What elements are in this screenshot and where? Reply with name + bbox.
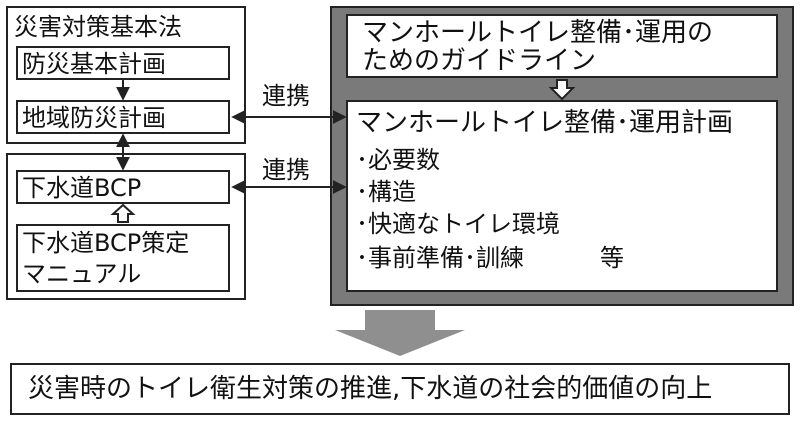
plan-item-training: ･事前準備･訓練: [356, 244, 524, 272]
regional-plan-box: [16, 100, 230, 134]
goal-box: [10, 363, 790, 415]
operation-plan-title: マンホールトイレ整備･運用計画: [356, 108, 734, 138]
plan-items-suffix: 等: [600, 244, 624, 272]
plan-item-structure: ･構造: [356, 178, 416, 206]
big-down-arrow: [335, 310, 465, 356]
national-plan-box: [16, 46, 230, 80]
regional-plan-label: 地域防災計画: [22, 104, 166, 132]
national-plan-label: 防災基本計画: [22, 50, 166, 78]
link-label-bottom: 連携: [262, 156, 310, 184]
plan-item-count: ･必要数: [356, 146, 440, 174]
hollow-arrow-manual-to-bcp: [110, 203, 136, 223]
bcp-label: 下水道BCP: [22, 174, 142, 202]
hollow-arrow-guideline-to-plan: [548, 79, 576, 101]
bcp-manual-line2: マニュアル: [22, 260, 142, 288]
guideline-box: [346, 14, 778, 78]
operation-plan-box: [346, 100, 778, 292]
guideline-line1: マンホールトイレ整備･運用の: [362, 18, 714, 48]
guideline-line2: ためのガイドライン: [362, 46, 597, 76]
goal-label: 災害時のトイレ衛生対策の推進,下水道の社会的価値の向上: [28, 374, 713, 404]
law-title: 災害対策基本法: [14, 13, 182, 41]
bcp-manual-box: [16, 224, 230, 292]
plan-item-environment: ･快適なトイレ環境: [356, 210, 560, 238]
bcp-manual-line1: 下水道BCP策定: [22, 229, 190, 257]
bcp-box: [16, 170, 230, 204]
link-label-top: 連携: [262, 82, 310, 110]
